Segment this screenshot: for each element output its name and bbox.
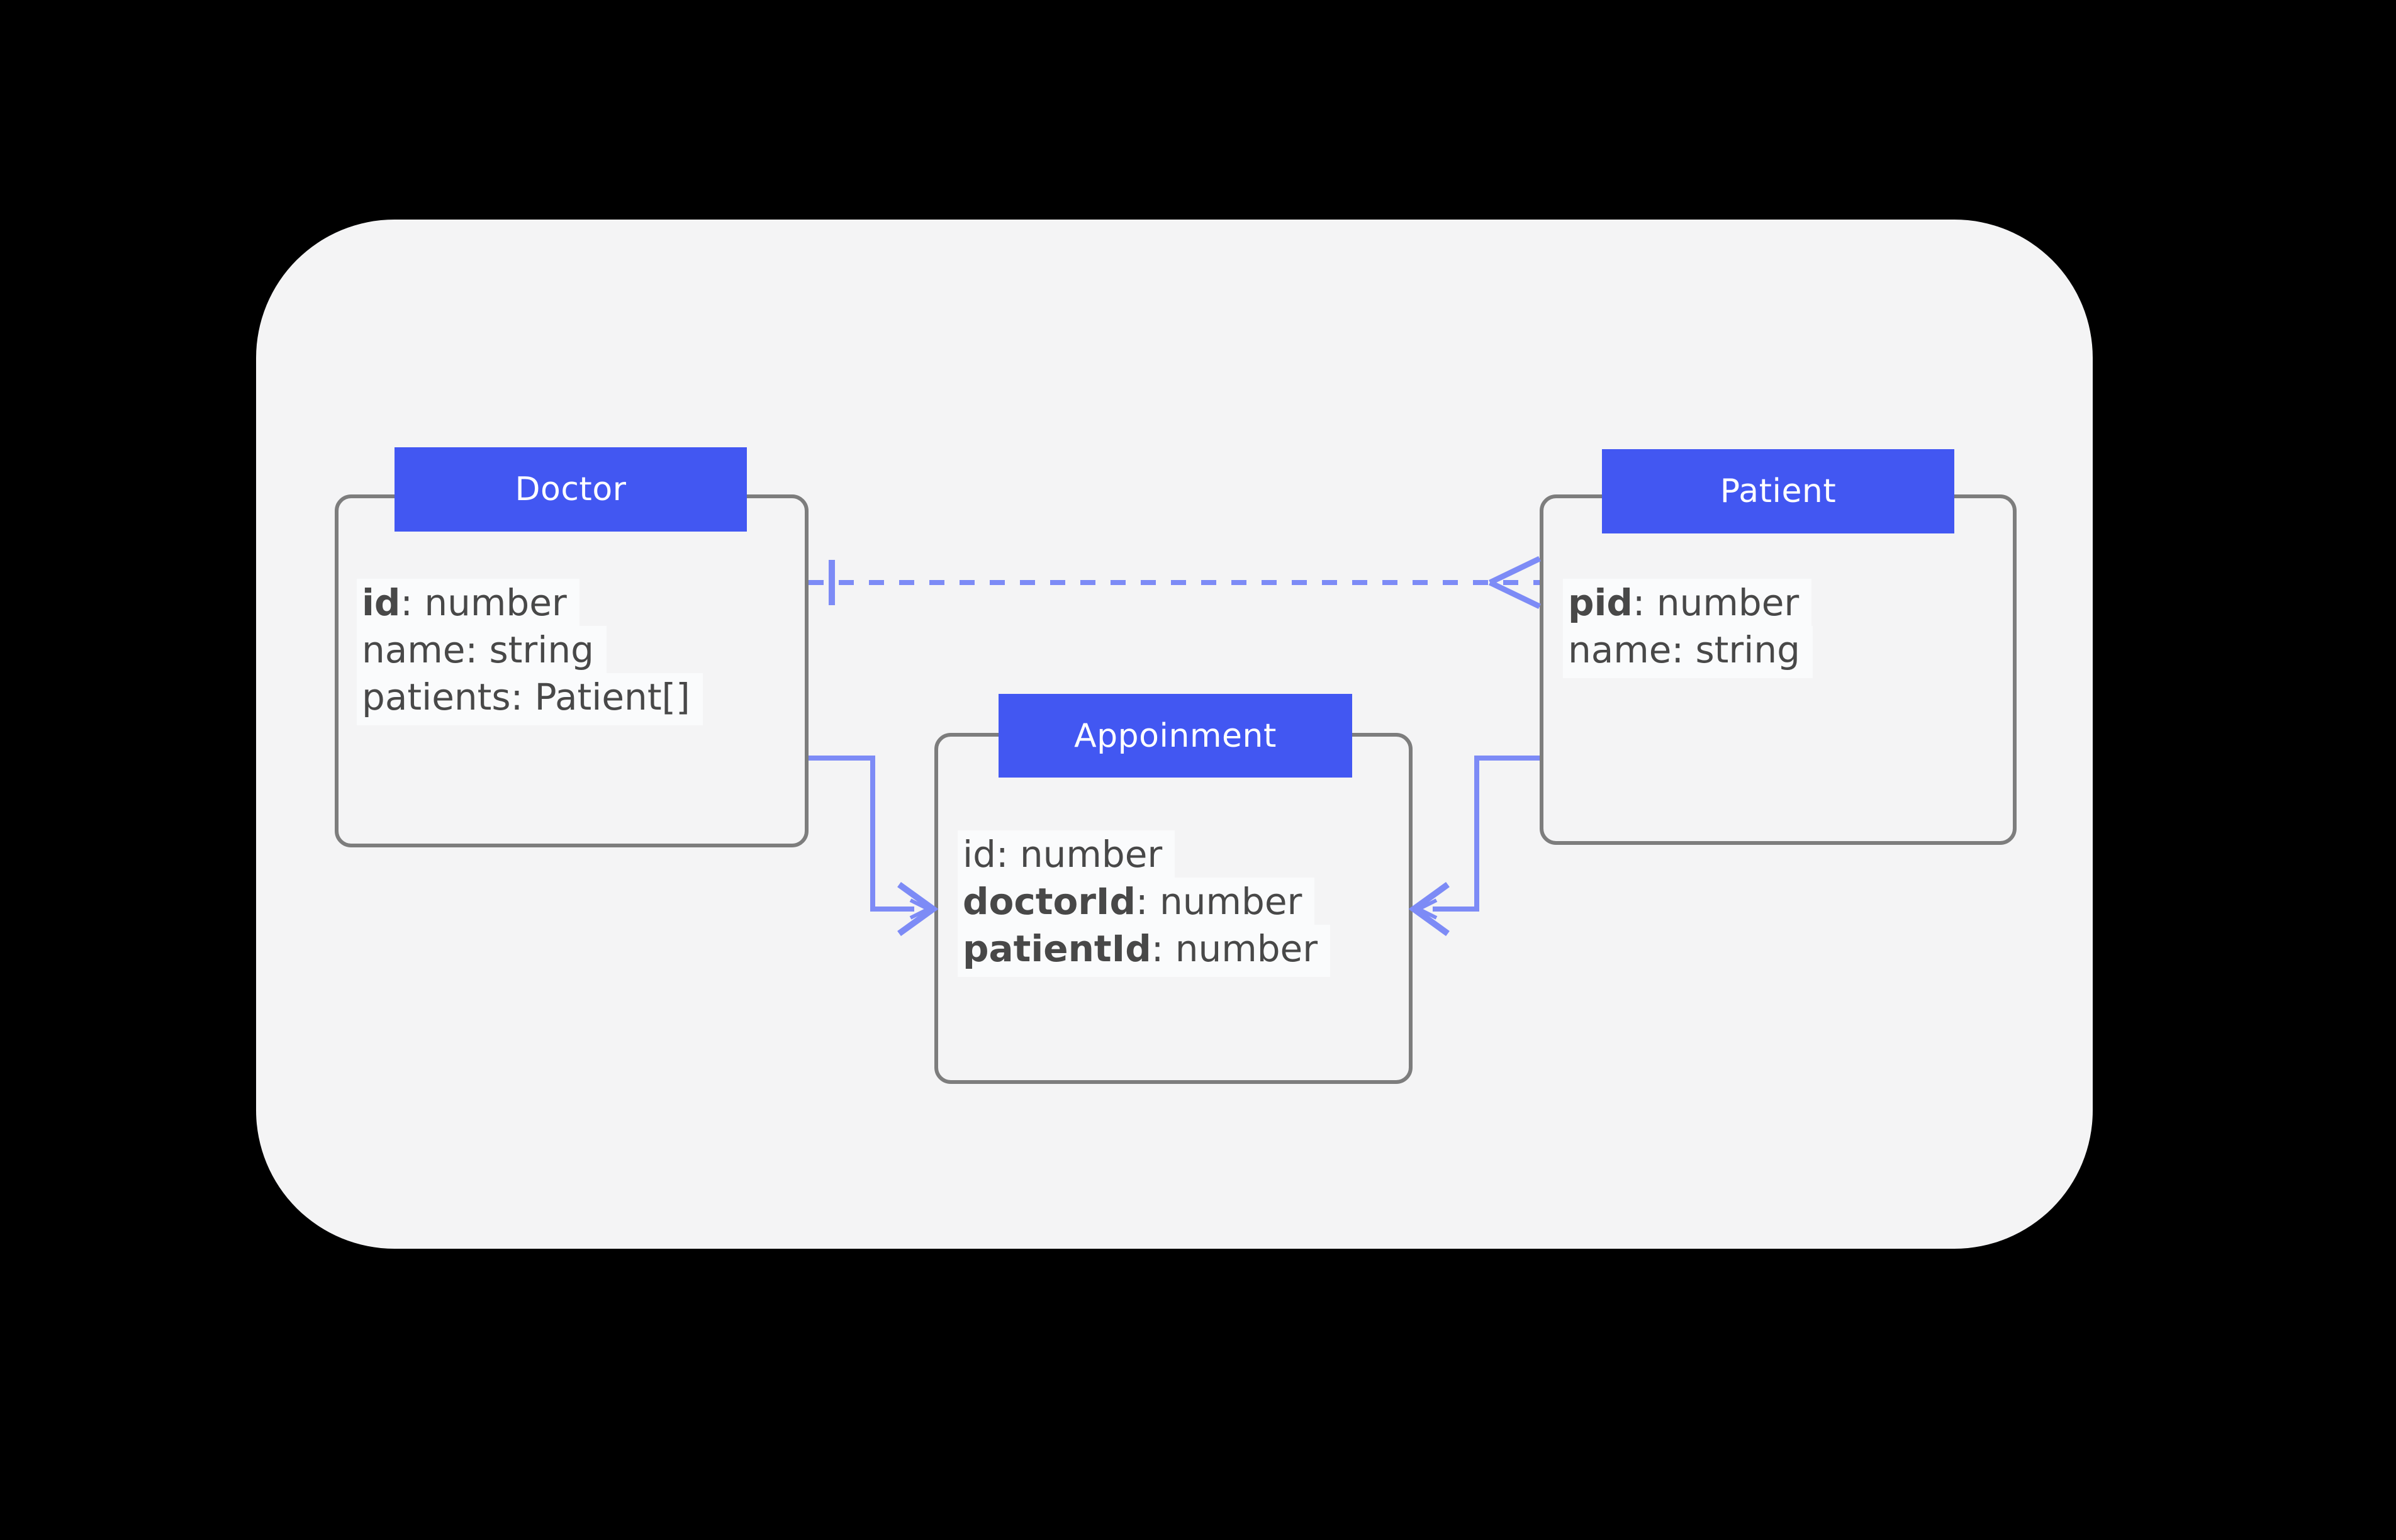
diagram-canvas: Doctor id: number name: string patients:… <box>256 220 2093 1249</box>
entity-doctor-attributes: id: number name: string patients: Patien… <box>357 579 703 725</box>
attribute-row: name: string <box>357 626 703 678</box>
entity-appoinment-header[interactable]: Appoinment <box>999 694 1352 778</box>
attribute-type: : Patient[] <box>510 676 690 718</box>
attribute-row: name: string <box>1563 626 1813 678</box>
attribute-type: : string <box>465 628 594 671</box>
attribute-row: pid: number <box>1563 579 1813 631</box>
relationship-doctor-patient[interactable] <box>809 555 1541 610</box>
attribute-name: id <box>362 581 401 624</box>
entity-appoinment-title: Appoinment <box>1074 717 1277 755</box>
arrowhead-left-icon <box>1408 881 1450 937</box>
attribute-row: doctorId: number <box>958 878 1330 930</box>
attribute-type: : number <box>1632 581 1800 624</box>
attribute-type: : number <box>1151 927 1318 970</box>
attribute-type: : number <box>995 833 1163 876</box>
attribute-name: patientId <box>963 927 1151 970</box>
entity-patient-title: Patient <box>1720 472 1837 510</box>
arrowhead-right-icon <box>897 881 939 937</box>
attribute-row: id: number <box>958 830 1330 883</box>
relationship-patient-appoinment[interactable] <box>1408 756 1540 937</box>
attribute-name: doctorId <box>963 880 1136 923</box>
entity-patient-attributes: pid: number name: string <box>1563 579 1813 678</box>
entity-appoinment-attributes: id: number doctorId: number patientId: n… <box>958 830 1331 977</box>
solid-relationship-line[interactable] <box>809 756 914 912</box>
attribute-row: patientId: number <box>958 925 1331 977</box>
attribute-type: : string <box>1671 628 1800 671</box>
attribute-type: : number <box>400 581 567 624</box>
crow-foot-many-marker <box>1489 555 1541 610</box>
relationship-doctor-appoinment[interactable] <box>809 756 939 937</box>
attribute-name: name <box>362 628 466 671</box>
entity-patient-header[interactable]: Patient <box>1602 449 1954 533</box>
entity-doctor-title: Doctor <box>515 471 627 508</box>
attribute-type: : number <box>1136 880 1302 923</box>
entity-doctor-header[interactable]: Doctor <box>395 447 747 532</box>
relationship-layer <box>809 555 1541 937</box>
attribute-name: pid <box>1568 581 1633 624</box>
attribute-row: patients: Patient[] <box>357 673 703 725</box>
attribute-name: patients <box>362 676 511 718</box>
solid-relationship-line[interactable] <box>1433 756 1540 912</box>
attribute-row: id: number <box>357 579 703 631</box>
attribute-name: id <box>963 833 996 876</box>
attribute-name: name <box>1568 628 1672 671</box>
